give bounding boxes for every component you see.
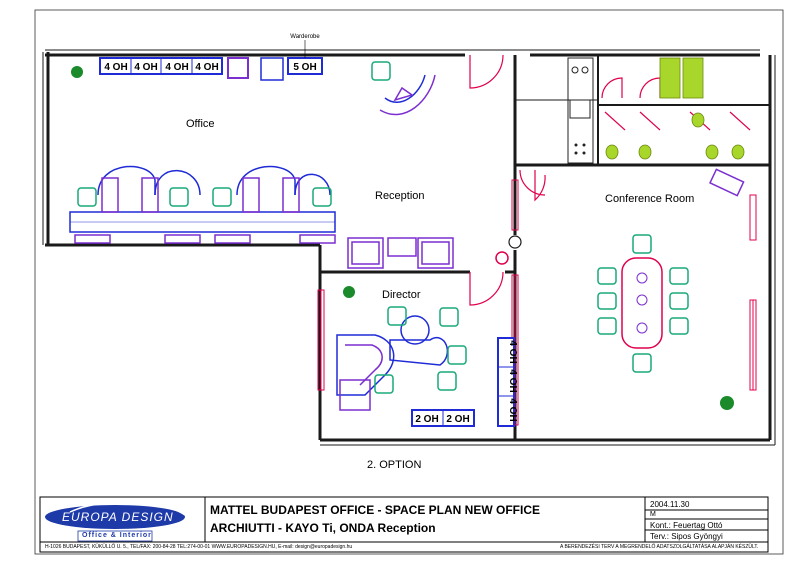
wardrobe-cabinet-label: 5 OH — [293, 62, 316, 73]
drawing-title: MATTEL BUDAPEST OFFICE - SPACE PLAN NEW … — [210, 503, 540, 517]
conference-chairs — [597, 234, 689, 373]
kitchen — [567, 57, 594, 164]
office-chairs — [77, 61, 391, 207]
reception-sofas — [347, 237, 454, 269]
office-workstations — [69, 165, 336, 244]
cabinet-label: 4 OH — [165, 62, 188, 73]
cabinet-label: 4 OH — [507, 398, 518, 421]
plant-icon — [71, 66, 734, 410]
director-room-label: Director — [382, 289, 421, 301]
director-cabinets-side: 4 OH 4 OH 4 OH — [497, 337, 518, 427]
cabinet-label: 4 OH — [134, 62, 157, 73]
conference-table — [621, 257, 663, 349]
cabinet-label: 4 OH — [507, 369, 518, 392]
option-label: 2. OPTION — [367, 459, 422, 471]
office-room-label: Office — [186, 118, 215, 130]
office-cabinet-row: 4 OH 4 OH 4 OH 4 OH 5 OH — [99, 57, 323, 81]
windows — [317, 179, 757, 426]
company-address: H-1026 BUDAPEST, KÜKÜLLŐ U. 5., TEL/FAX:… — [45, 544, 353, 550]
director-desk — [336, 315, 449, 411]
cabinet-label: 2 OH — [446, 414, 469, 425]
drawing-scale: M — [650, 511, 656, 518]
page-border — [34, 9, 784, 555]
reception-room-label: Reception — [375, 190, 425, 202]
drawing-subtitle: ARCHIUTTI - KAYO Ti, ONDA Reception — [210, 521, 436, 535]
designer-name: Terv.: Sipos Gyöngyi — [650, 532, 723, 541]
director-cabinets-bottom: 2 OH 2 OH — [411, 409, 475, 427]
cabinet-label: 4 OH — [104, 62, 127, 73]
logo-text: EUROPA DESIGN — [62, 510, 174, 524]
disclaimer-note: A BERENDEZÉSI TERV A MEGRENDELŐ ADATSZOL… — [560, 544, 759, 550]
reception-desk — [379, 74, 436, 116]
cabinet-label: 4 OH — [507, 340, 518, 363]
restroom-fixtures — [605, 57, 745, 160]
doors — [469, 54, 751, 306]
walls — [42, 49, 776, 446]
column-icon — [508, 235, 522, 249]
conference-room-label: Conference Room — [605, 193, 695, 205]
side-table — [709, 168, 745, 197]
cabinet-label: 4 OH — [195, 62, 218, 73]
flower-icon — [495, 251, 509, 265]
director-chairs — [374, 306, 467, 394]
europa-design-logo — [45, 501, 186, 542]
wardrobe-label: Warderobe — [290, 34, 320, 40]
contact-name: Kont.: Feuertag Ottó — [650, 521, 723, 530]
logo-tagline: Office & Interior — [82, 532, 152, 539]
cabinet-label: 2 OH — [415, 414, 438, 425]
drawing-date: 2004.11.30 — [650, 500, 690, 509]
title-block-frame — [39, 496, 769, 553]
